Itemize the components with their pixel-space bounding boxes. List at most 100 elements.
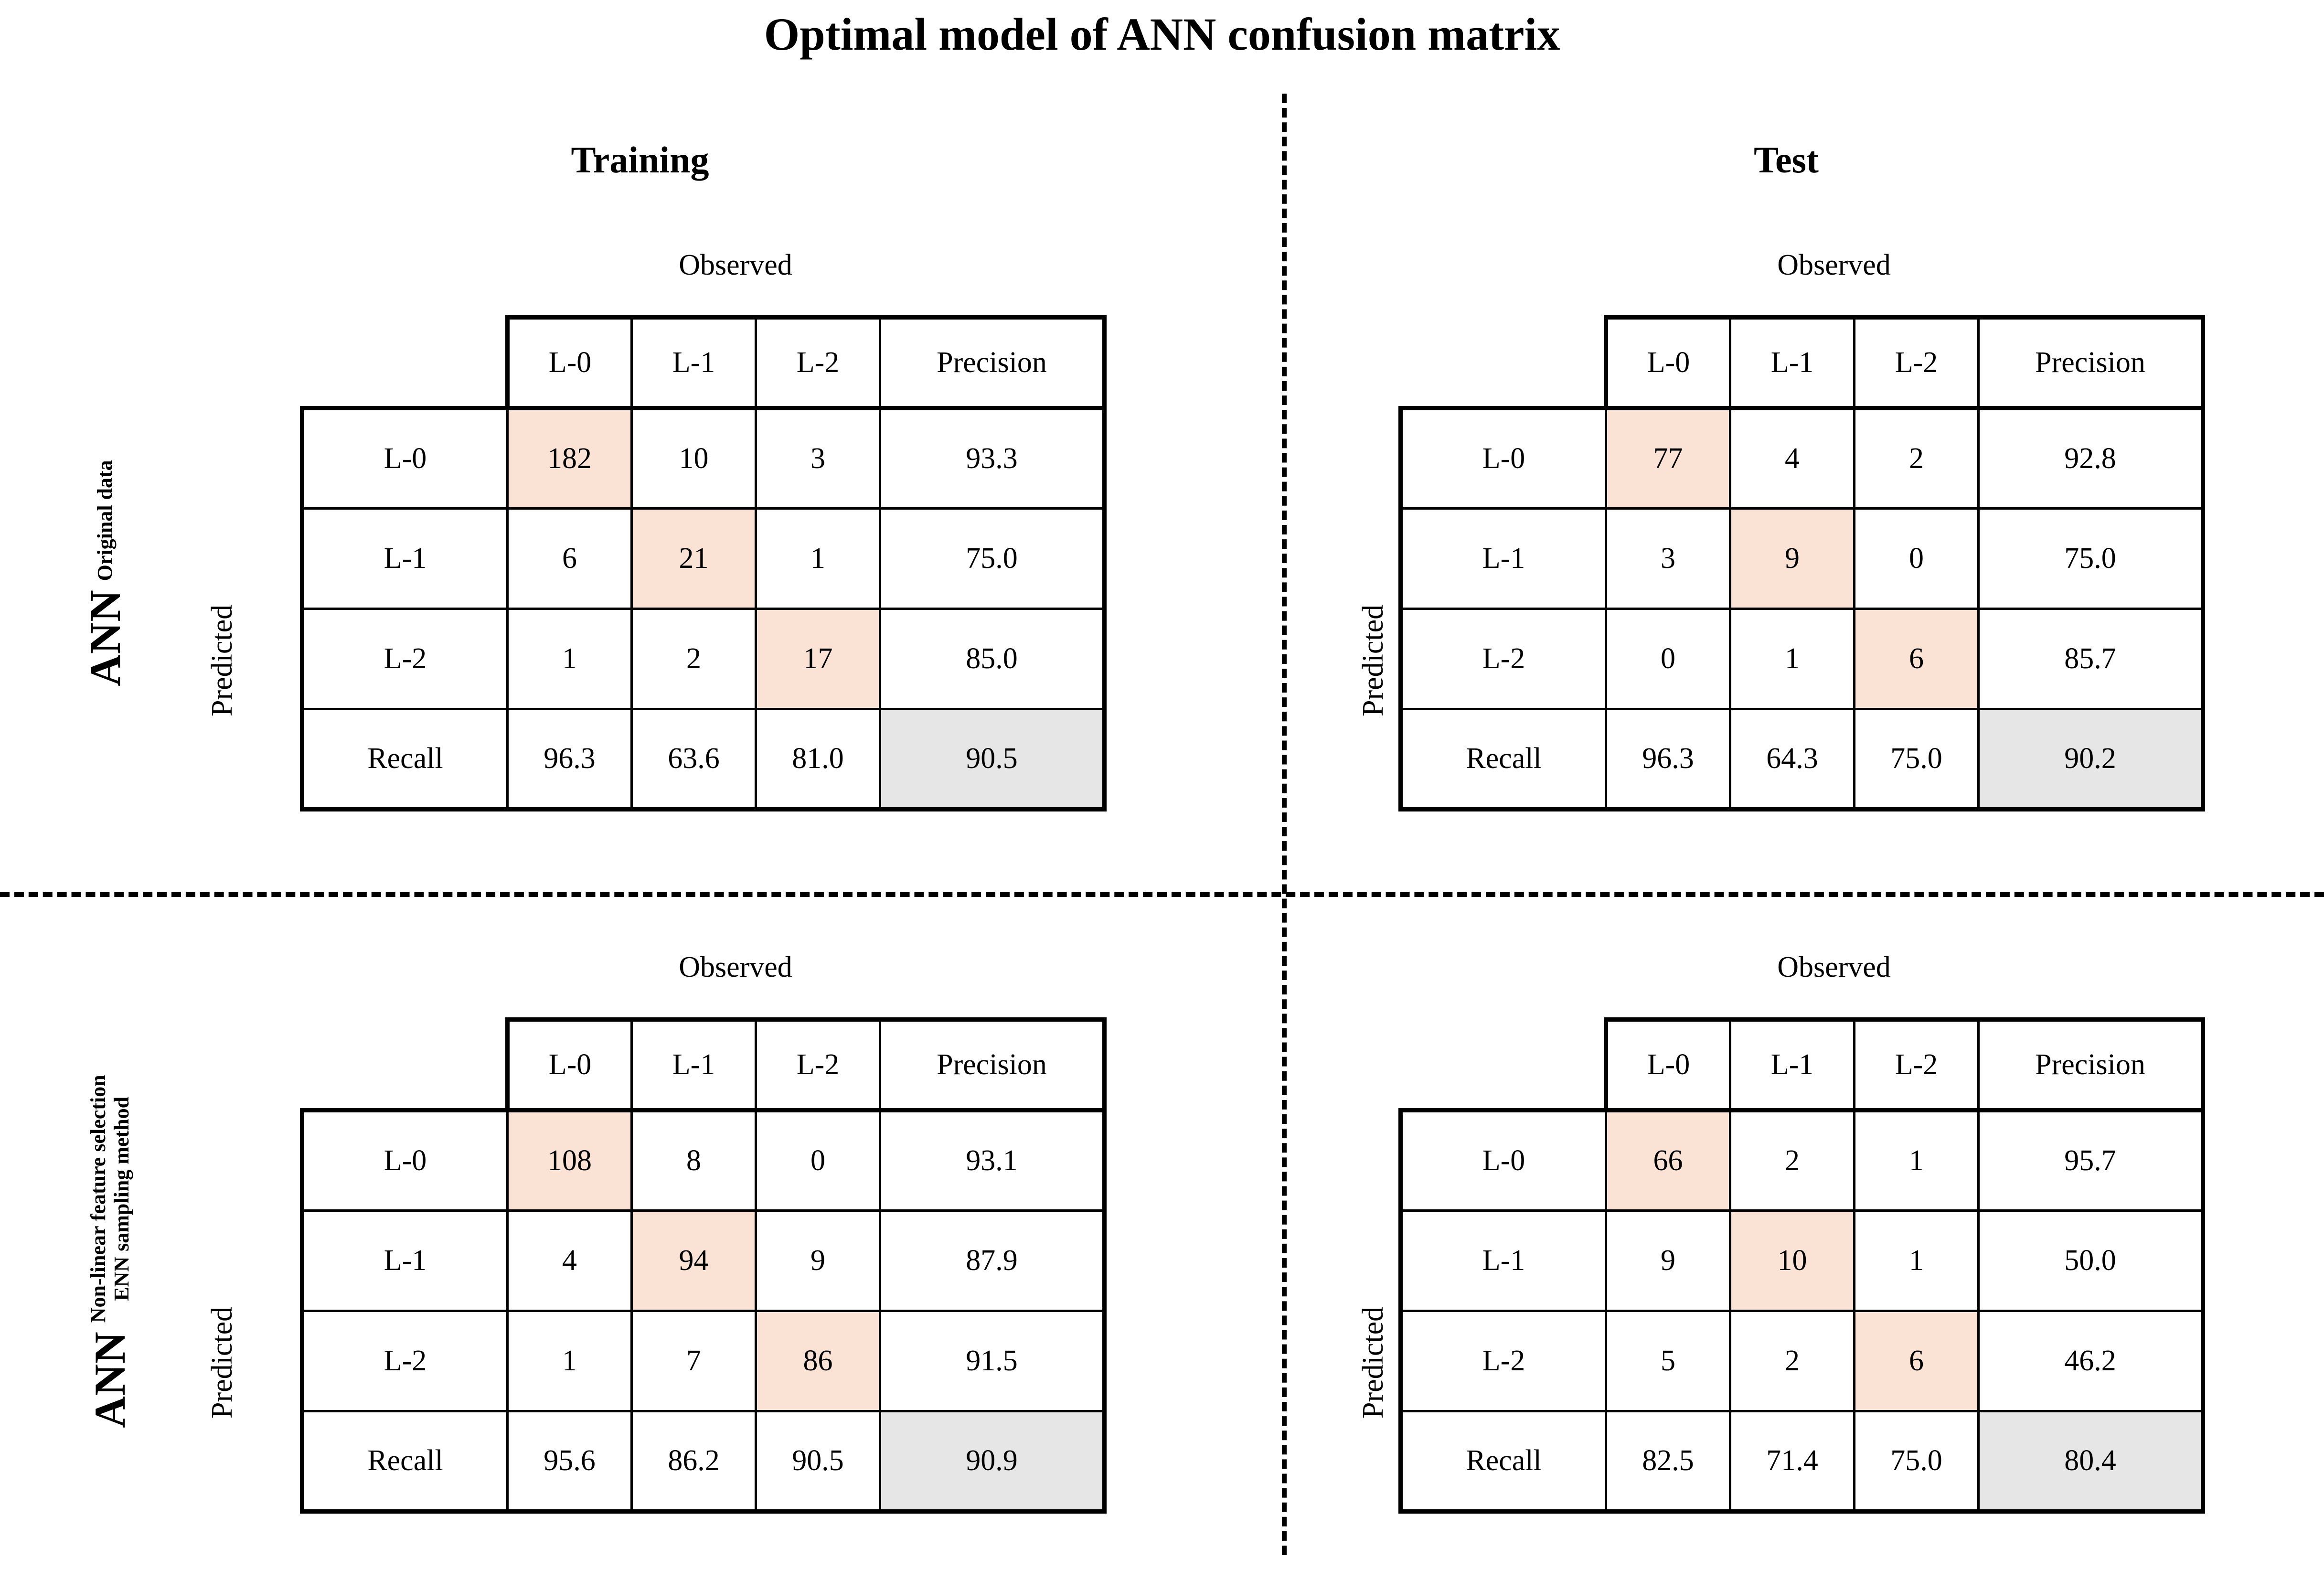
recall-1: 64.3 (1729, 708, 1855, 811)
row-label-class-1: L-1 (1398, 507, 1607, 610)
recall-2: 75.0 (1853, 1410, 1980, 1514)
row-label-class-0: L-0 (300, 406, 509, 510)
precision-1: 75.0 (879, 507, 1107, 610)
cell-0-2: 2 (1853, 406, 1980, 510)
table-row: L-2 1 7 86 91.5 (300, 1310, 1107, 1412)
row-label-class-2: L-2 (300, 1310, 509, 1412)
table-header-row: L-0 L-1 L-2 Precision (1401, 1017, 2205, 1111)
header-class-0: L-0 (1604, 1017, 1731, 1111)
table-row: L-2 5 2 6 46.2 (1398, 1310, 2205, 1412)
x-axis-label-observed-top-right: Observed (1777, 249, 1891, 281)
precision-2: 91.5 (879, 1310, 1107, 1412)
vertical-dashed-divider (1282, 94, 1287, 1555)
header-class-1: L-1 (1729, 315, 1855, 409)
y-axis-label-predicted-bottom-right: Predicted (1357, 1306, 1389, 1419)
row-group-sub1-top: Original data (93, 460, 117, 581)
header-precision: Precision (1977, 315, 2205, 409)
precision-0: 93.3 (879, 406, 1107, 510)
x-axis-label-observed-bottom-right: Observed (1777, 951, 1891, 983)
table-row: L-0 108 8 0 93.1 (300, 1108, 1107, 1212)
row-label-class-1: L-1 (300, 1209, 509, 1312)
cell-0-1: 8 (630, 1108, 757, 1212)
cell-1-1: 10 (1729, 1209, 1855, 1312)
recall-1: 71.4 (1729, 1410, 1855, 1514)
cell-1-2: 0 (1853, 507, 1980, 610)
header-class-0: L-0 (1604, 315, 1731, 409)
recall-2: 75.0 (1853, 708, 1980, 811)
confusion-matrix-ann-original-test: L-0 L-1 L-2 Precision L-0 77 4 2 92.8 L-… (1398, 315, 2205, 811)
header-class-1: L-1 (1729, 1017, 1855, 1111)
row-label-class-1: L-1 (1398, 1209, 1607, 1312)
precision-0: 92.8 (1977, 406, 2205, 510)
recall-2: 81.0 (755, 708, 881, 811)
overall-accuracy: 80.4 (1977, 1410, 2205, 1514)
cell-2-2: 86 (755, 1310, 881, 1412)
x-axis-label-observed-top-left: Observed (679, 249, 792, 281)
cell-0-0: 108 (506, 1108, 633, 1212)
cell-2-2: 17 (755, 608, 881, 710)
precision-1: 50.0 (1977, 1209, 2205, 1312)
y-axis-label-predicted-top-right: Predicted (1357, 604, 1389, 716)
table-row: L-0 66 2 1 95.7 (1398, 1108, 2205, 1212)
recall-0: 96.3 (506, 708, 633, 811)
overall-accuracy: 90.9 (879, 1410, 1107, 1514)
cell-0-1: 4 (1729, 406, 1855, 510)
x-axis-label-observed-bottom-left: Observed (679, 951, 792, 983)
header-class-2: L-2 (755, 1017, 881, 1111)
cell-0-0: 182 (506, 406, 633, 510)
cell-2-1: 7 (630, 1310, 757, 1412)
table-row: L-1 6 21 1 75.0 (300, 507, 1107, 610)
cell-1-1: 94 (630, 1209, 757, 1312)
corner-cell (1401, 318, 1606, 408)
cell-2-0: 0 (1605, 608, 1731, 710)
row-label-class-2: L-2 (300, 608, 509, 710)
cell-1-2: 1 (1853, 1209, 1980, 1312)
cell-2-2: 6 (1853, 1310, 1980, 1412)
precision-2: 46.2 (1977, 1310, 2205, 1412)
column-heading-training: Training (571, 139, 709, 181)
cell-2-0: 1 (506, 608, 633, 710)
cell-0-2: 0 (755, 1108, 881, 1212)
row-label-class-0: L-0 (1398, 406, 1607, 510)
cell-1-0: 9 (1605, 1209, 1731, 1312)
recall-1: 86.2 (630, 1410, 757, 1514)
table-row: L-2 1 2 17 85.0 (300, 608, 1107, 710)
header-class-0: L-0 (505, 1017, 633, 1111)
confusion-matrix-ann-nlfs-enn-test: L-0 L-1 L-2 Precision L-0 66 2 1 95.7 L-… (1398, 1017, 2205, 1514)
precision-1: 75.0 (1977, 507, 2205, 610)
header-class-2: L-2 (1853, 1017, 1980, 1111)
table-row: L-2 0 1 6 85.7 (1398, 608, 2205, 710)
cell-0-0: 77 (1605, 406, 1731, 510)
header-precision: Precision (879, 1017, 1107, 1111)
corner-cell (302, 1020, 508, 1110)
header-class-0: L-0 (505, 315, 633, 409)
precision-0: 95.7 (1977, 1108, 2205, 1212)
table-header-row: L-0 L-1 L-2 Precision (1401, 315, 2205, 409)
overall-accuracy: 90.2 (1977, 708, 2205, 811)
table-row: L-0 77 4 2 92.8 (1398, 406, 2205, 510)
header-precision: Precision (879, 315, 1107, 409)
confusion-matrix-ann-nlfs-enn-training: L-0 L-1 L-2 Precision L-0 108 8 0 93.1 L… (300, 1017, 1107, 1514)
cell-0-1: 10 (630, 406, 757, 510)
cell-2-0: 1 (506, 1310, 633, 1412)
row-label-recall: Recall (1398, 1410, 1607, 1514)
row-group-main-top: ANN (81, 589, 129, 686)
table-row-recall: Recall 95.6 86.2 90.5 90.9 (300, 1410, 1107, 1514)
recall-0: 95.6 (506, 1410, 633, 1514)
y-axis-label-predicted-top-left: Predicted (206, 604, 238, 716)
precision-0: 93.1 (879, 1108, 1107, 1212)
cell-1-0: 4 (506, 1209, 633, 1312)
header-class-2: L-2 (1853, 315, 1980, 409)
precision-1: 87.9 (879, 1209, 1107, 1312)
row-group-sub2-bottom: ENN sampling method (110, 1096, 133, 1301)
cell-2-2: 6 (1853, 608, 1980, 710)
cell-0-2: 3 (755, 406, 881, 510)
table-header-row: L-0 L-1 L-2 Precision (302, 1017, 1107, 1111)
cell-1-1: 21 (630, 507, 757, 610)
precision-2: 85.7 (1977, 608, 2205, 710)
cell-0-1: 2 (1729, 1108, 1855, 1212)
table-row-recall: Recall 96.3 63.6 81.0 90.5 (300, 708, 1107, 811)
table-row: L-1 9 10 1 50.0 (1398, 1209, 2205, 1312)
row-label-class-0: L-0 (300, 1108, 509, 1212)
cell-1-0: 6 (506, 507, 633, 610)
